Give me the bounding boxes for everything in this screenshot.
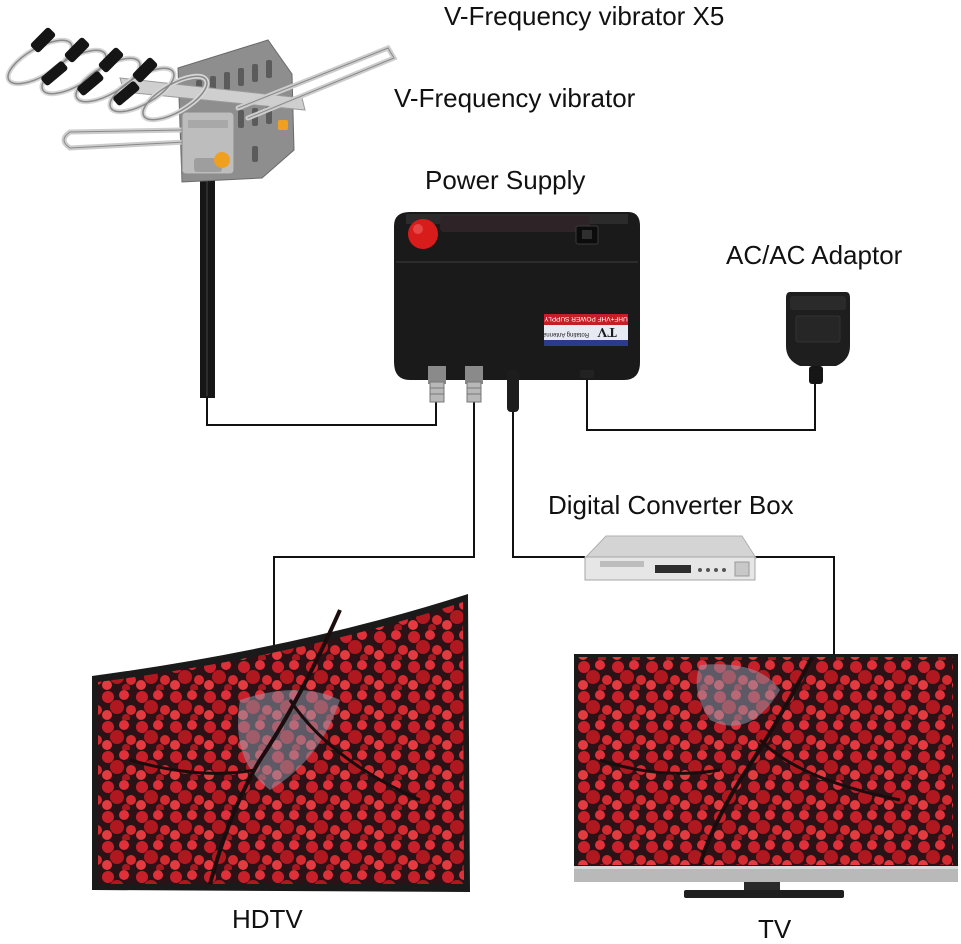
wall-plug-adaptor-icon (786, 292, 850, 384)
coax-connector-right (465, 366, 483, 403)
label-hdtv: HDTV (232, 904, 303, 934)
label-adaptor: AC/AC Adaptor (726, 240, 903, 270)
wire-antenna-to-power-supply (206, 396, 437, 426)
wire-power-supply-to-hdtv (273, 402, 475, 660)
set-top-box-icon (583, 535, 757, 581)
label-vibrator-x5: V-Frequency vibrator X5 (444, 1, 725, 31)
wires (206, 378, 835, 660)
wire-adaptor-to-power-supply (586, 378, 816, 431)
power-supply-badge: UHF+VHF POWER SUPPLY TV Rotating Antenna (542, 314, 628, 346)
wire-power-supply-to-converter (512, 412, 585, 558)
power-supply-box-icon: UHF+VHF POWER SUPPLY TV Rotating Antenna (394, 212, 640, 412)
outdoor-antenna-icon (5, 27, 398, 398)
flat-tv-icon (574, 654, 958, 898)
power-cable-stub (507, 370, 519, 412)
label-tv: TV (758, 914, 792, 944)
wire-converter-to-tv (752, 556, 835, 654)
coax-connector-left (428, 366, 446, 403)
label-converter: Digital Converter Box (548, 490, 794, 520)
badge-line1: UHF+VHF POWER SUPPLY (544, 315, 628, 322)
badge-line2: Rotating Antenna (542, 331, 589, 337)
curved-tv-icon (92, 594, 470, 892)
badge-brand: TV (597, 324, 616, 339)
power-button (408, 219, 438, 249)
label-vibrator: V-Frequency vibrator (394, 83, 636, 113)
label-power-supply: Power Supply (425, 165, 586, 195)
